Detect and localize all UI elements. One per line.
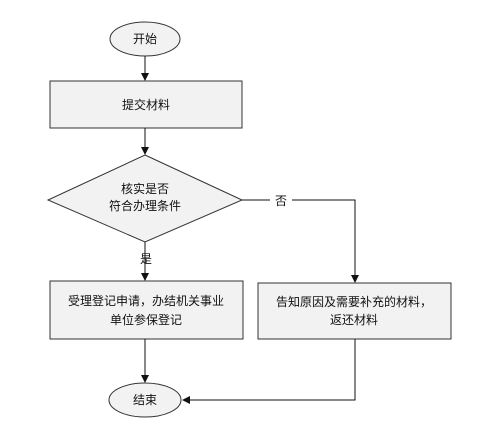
decision-label-line1: 核实是否 bbox=[121, 181, 169, 196]
decision-label-line2: 符合办理条件 bbox=[109, 198, 181, 213]
end-label: 结束 bbox=[133, 393, 157, 407]
no-label-bg bbox=[270, 192, 292, 208]
accept-label-line1: 受理登记申请，办结机关事业 bbox=[68, 293, 224, 308]
yes-label: 是 bbox=[140, 252, 152, 266]
arrow-reject-to-end bbox=[182, 339, 356, 404]
reject-return-node bbox=[257, 282, 452, 340]
submit-materials-node bbox=[49, 80, 243, 129]
accept-label-line2: 单位参保登记 bbox=[110, 312, 182, 327]
reject-label-line1: 告知原因及需要补充的材料， bbox=[276, 294, 432, 309]
no-label: 否 bbox=[275, 194, 287, 208]
start-label: 开始 bbox=[133, 32, 157, 46]
end-node bbox=[108, 382, 182, 418]
arrow-decision-to-reject bbox=[242, 199, 359, 283]
accept-registration-node bbox=[49, 280, 244, 340]
submit-materials-label: 提交材料 bbox=[122, 97, 170, 112]
reject-label-line2: 返还材料 bbox=[330, 313, 378, 327]
